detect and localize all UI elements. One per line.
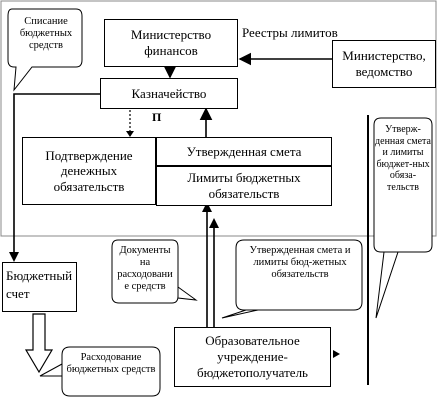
callout-writeoff-shape: [7, 8, 83, 92]
hollow-down-arrow: [24, 313, 54, 374]
callout-writeoff-text: Списание бюджетных средств: [19, 16, 73, 52]
callout-estimate-shape: [235, 239, 363, 311]
small-arrow-right: [333, 350, 340, 358]
treasury-label: Казначейство: [131, 85, 207, 101]
dotted-arrow-head: [126, 131, 134, 137]
line-treasury-to-account: [13, 93, 100, 258]
callout-documents-shape: [111, 239, 179, 304]
callout-documents-text: Документы на расходовани е средств: [117, 245, 173, 293]
box-budget-limits: Лимиты бюджетных обязательств: [156, 166, 332, 206]
callout-right-text: Утверж-денная смета и лимиты бюджет-ных …: [375, 124, 431, 193]
ministry-agency-label: Министерство, ведомство: [342, 47, 426, 79]
box-budget-account: Бюджетный счет: [2, 262, 77, 312]
limit-registers-label: Реестры лимитов: [242, 25, 338, 40]
callout-estimate-text: Утвержденная смета и лимиты бюд-жетных о…: [249, 245, 351, 281]
budget-limits-label: Лимиты бюджетных обязательств: [187, 170, 301, 201]
box-confirm-obligations: Подтверждение денежных обязательств: [22, 137, 156, 205]
p-marker-label: П: [152, 110, 162, 124]
box-ministry-agency: Министерство, ведомство: [332, 40, 436, 88]
box-treasury: Казначейство: [100, 78, 238, 109]
box-educational-institution: Образовательное учреждение-бюджетополуча…: [174, 327, 331, 387]
confirm-obligations-label: Подтверждение денежных обязательств: [45, 147, 133, 194]
approved-estimate-label: Утвержденная смета: [186, 143, 302, 159]
budget-account-label: Бюджетный счет: [6, 268, 73, 301]
educational-institution-label: Образовательное учреждение-бюджетополуча…: [197, 332, 308, 381]
arrow-head-account: [9, 252, 19, 262]
box-ministry-finance: Министерство финансов: [104, 19, 238, 67]
outer-frame: [0, 0, 437, 237]
ministry-finance-label: Министерство финансов: [130, 27, 212, 58]
callout-spending-shape: [61, 346, 161, 397]
box-approved-estimate: Утвержденная смета: [156, 137, 332, 166]
callout-spending-text: Расходование бюджетных средств: [66, 352, 156, 376]
callout-right-shape: [373, 117, 433, 253]
